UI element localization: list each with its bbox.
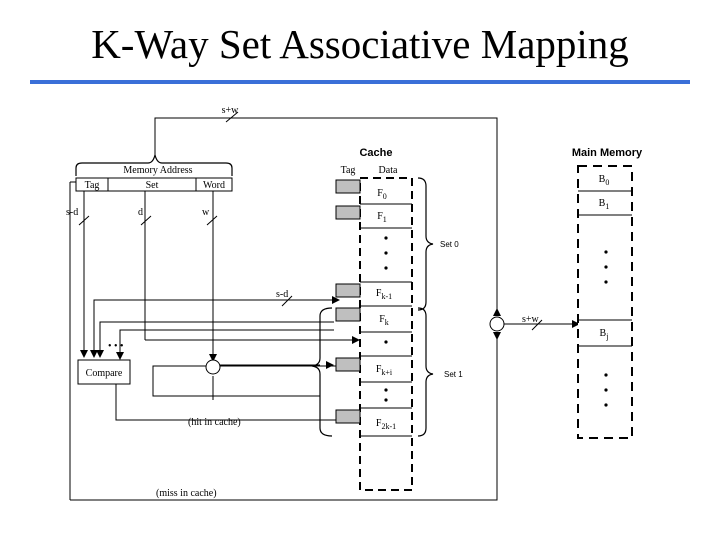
- compare-label: Compare: [86, 368, 123, 379]
- address-wires: [69, 117, 498, 500]
- hit-gate: [205, 359, 221, 375]
- cache-line-f2k-1: F2k-1: [376, 418, 396, 431]
- address-width-label: s+w: [222, 105, 240, 116]
- cache-line-fk: Fk: [379, 314, 389, 327]
- set1-label: Set 1: [444, 370, 463, 379]
- cache: Cache Tag Data F0 F1 Fk-1 Fk: [311, 147, 463, 491]
- miss-label: (miss in cache): [156, 488, 217, 499]
- set0-label: Set 0: [440, 240, 459, 249]
- memory-block-b1: B1: [599, 198, 610, 211]
- cache-data-column: [359, 177, 413, 491]
- title-rule: [30, 80, 690, 84]
- arrowheads: [80, 296, 580, 369]
- compare-box: [77, 359, 131, 385]
- cache-line-f0: F0: [377, 188, 387, 201]
- memory-block-bj: Bj: [600, 328, 609, 341]
- cache-tag-header: Tag: [341, 165, 356, 176]
- word-bits-slash: [206, 215, 218, 226]
- memory-ellipsis: [604, 250, 608, 407]
- memory-block-b0: B0: [599, 174, 610, 187]
- cache-line-fk-1: Fk-1: [376, 288, 392, 301]
- bus-gate: [489, 316, 505, 332]
- set-bits-label: d: [138, 207, 143, 218]
- address-width-slash: [225, 111, 239, 123]
- cache-tag-boxes: [335, 179, 361, 424]
- cache-data-header: Data: [379, 165, 398, 176]
- compare-tag-width-slash: [281, 295, 293, 307]
- memory-bus-width-slash: [531, 319, 543, 331]
- memory-address-label: Memory Address: [123, 165, 192, 176]
- word-field: Word: [203, 180, 225, 191]
- cache-line-fk+i: Fk+i: [376, 364, 393, 377]
- address-register-box: [75, 177, 233, 192]
- hit-label: (hit in cache): [188, 417, 241, 428]
- compare-unit: Compare • • •: [77, 341, 131, 385]
- set-bits-slash: [140, 215, 152, 226]
- set1-brace: [417, 307, 434, 437]
- slide-title: K-Way Set Associative Mapping: [91, 21, 629, 67]
- cache-line-f1: F1: [377, 211, 387, 224]
- tag-field: Tag: [85, 180, 100, 191]
- compare-dots: • • •: [108, 341, 124, 352]
- main-memory: Main Memory B0 B1 Bj s+w: [522, 147, 643, 439]
- set1-left-brace: [311, 307, 333, 437]
- compare-wires: [70, 299, 576, 501]
- compare-tag-width-label: s-d: [276, 289, 288, 300]
- cache-title: Cache: [359, 147, 392, 159]
- memory-bus-width-label: s+w: [522, 314, 540, 325]
- tag-bits-label: s-d: [66, 207, 78, 218]
- main-memory-title: Main Memory: [572, 147, 643, 159]
- main-memory-column: [577, 165, 633, 439]
- cache-ellipsis: [384, 236, 388, 402]
- cache-line-separators: [360, 203, 412, 437]
- set0-brace: [417, 177, 434, 311]
- set-field: Set: [146, 180, 159, 191]
- word-bits-label: w: [202, 207, 210, 218]
